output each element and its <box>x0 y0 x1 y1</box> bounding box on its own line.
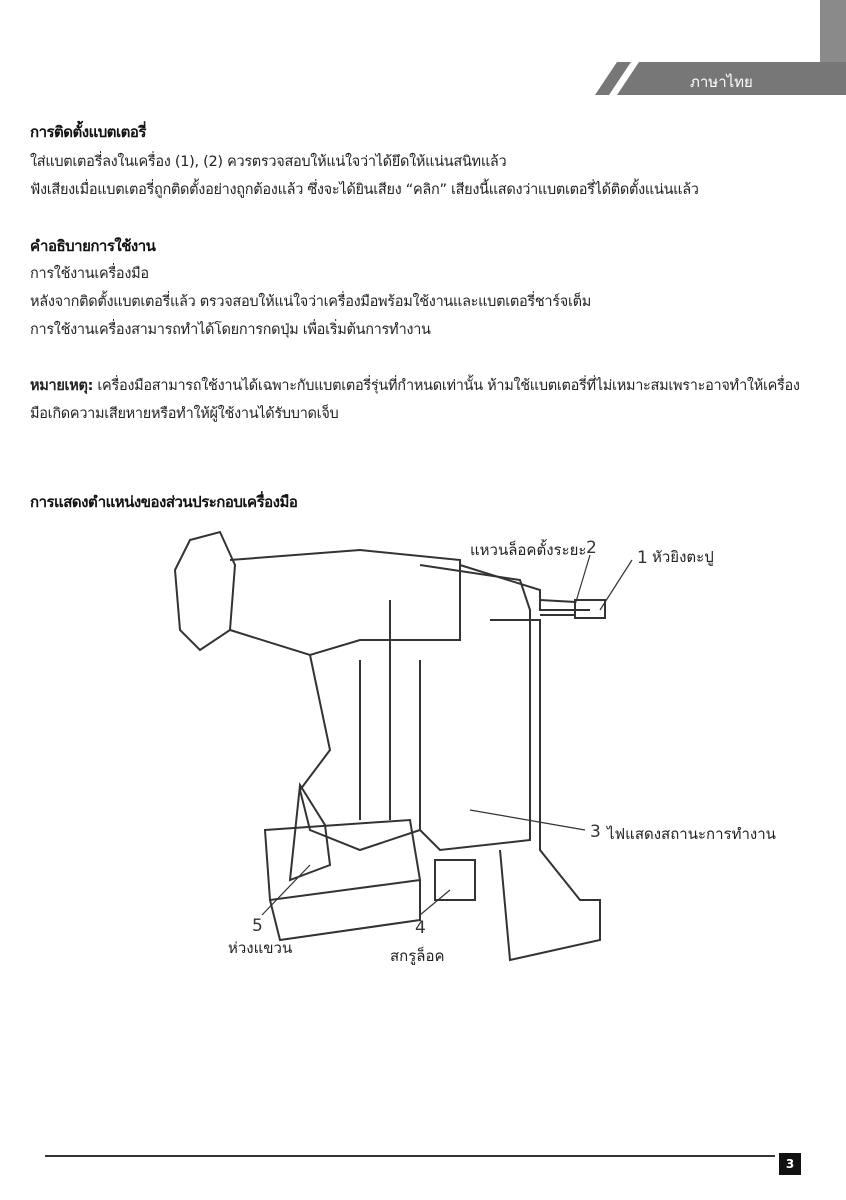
part-number-4: 4 <box>415 918 426 938</box>
battery-install-heading: การติดตั้งแบตเตอรี่ <box>30 123 146 141</box>
part-label-3: ไฟแสดงสถานะการทำงาน <box>607 825 776 843</box>
language-banner <box>595 62 846 95</box>
part-number-5: 5 <box>252 916 263 936</box>
usage-heading: คำอธิบายการใช้งาน <box>30 237 156 255</box>
usage-line: การใช้งานเครื่องสามารถทำได้โดยการกดปุ่ม … <box>30 322 431 338</box>
part-label-5: ห่วงแขวน <box>228 939 293 957</box>
part-number-1: 1 <box>637 548 648 568</box>
parts-heading: การแสดงตำแหน่งของส่วนประกอบเครื่องมือ <box>30 493 298 511</box>
footer-rule <box>45 1155 775 1157</box>
battery-install-line: ใส่แบตเตอรี่ลงในเครื่อง (1), (2) ควรตรวจ… <box>30 154 507 170</box>
usage-line: การใช้งานเครื่องมือ <box>30 266 149 282</box>
part-label-2: แหวนล็อคตั้งระยะ <box>470 541 587 559</box>
note-line: หมายเหตุ: เครื่องมือสามารถใช้งานได้เฉพาะ… <box>30 374 800 397</box>
part-label-4: สกรูล็อค <box>390 947 445 965</box>
note-line-2: มือเกิดความเสียหายหรือทำให้ผู้ใช้งานได้ร… <box>30 406 339 422</box>
note-text: เครื่องมือสามารถใช้งานได้เฉพาะกับแบตเตอร… <box>93 378 800 394</box>
part-number-3: 3 <box>590 822 601 842</box>
corner-tab <box>820 0 846 62</box>
usage-line: หลังจากติดตั้งแบตเตอรี่แล้ว ตรวจสอบให้แน… <box>30 294 591 310</box>
part-number-2: 2 <box>586 538 597 558</box>
part-label-1: หัวยิงตะปู <box>652 548 714 566</box>
battery-install-line: ฟังเสียงเมื่อแบตเตอรี่ถูกติดตั้งอย่างถูก… <box>30 182 699 198</box>
nail-gun-diagram <box>173 530 606 962</box>
note-label: หมายเหตุ: <box>30 378 94 394</box>
language-label: ภาษาไทย <box>690 73 753 91</box>
page-number: 3 <box>779 1153 801 1175</box>
